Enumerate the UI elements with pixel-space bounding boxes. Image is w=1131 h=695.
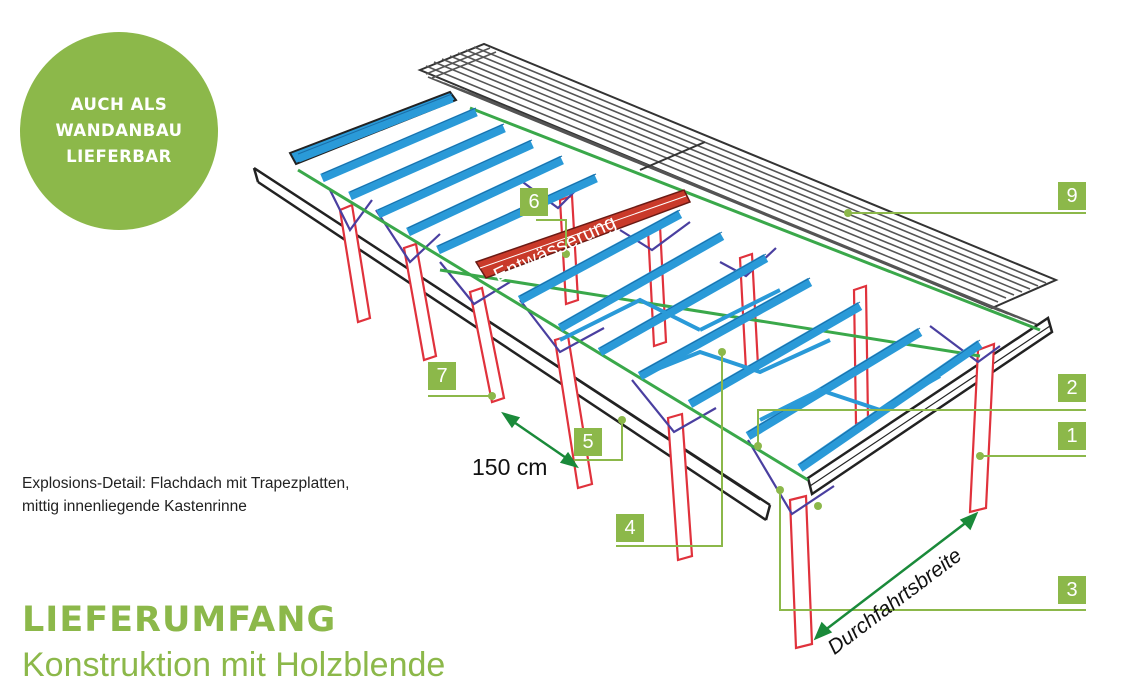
callout-7: 7 bbox=[428, 362, 456, 390]
callout-2: 2 bbox=[1058, 374, 1086, 402]
dimension-arrows bbox=[501, 411, 979, 641]
knee-braces bbox=[329, 179, 1001, 516]
callout-4: 4 bbox=[616, 514, 644, 542]
caption-line-1: Explosions-Detail: Flachdach mit Trapezp… bbox=[22, 475, 350, 492]
callout-6: 6 bbox=[520, 188, 548, 216]
blue-trusses bbox=[559, 288, 941, 422]
post-spacing-label: 150 cm bbox=[472, 454, 548, 480]
badge-line-1: AUCH ALS bbox=[70, 95, 168, 114]
scope-title: LIEFERUMFANG bbox=[22, 600, 337, 640]
explosion-caption: Explosions-Detail: Flachdach mit Trapezp… bbox=[22, 472, 349, 518]
callout-9: 9 bbox=[1058, 182, 1086, 210]
trapezoid-roof-sheets bbox=[417, 42, 1059, 330]
caption-line-2: mittig innenliegende Kastenrinne bbox=[22, 498, 247, 515]
wall-mount-badge: AUCH ALS WANDANBAU LIEFERBAR bbox=[20, 32, 218, 230]
callout-lines bbox=[428, 212, 1086, 611]
badge-line-3: LIEFERBAR bbox=[66, 147, 172, 166]
callout-1: 1 bbox=[1058, 422, 1086, 450]
scope-subtitle: Konstruktion mit Holzblende bbox=[22, 646, 446, 684]
rafters bbox=[296, 93, 983, 472]
callout-dots bbox=[488, 209, 984, 510]
rafter-outlines bbox=[297, 93, 981, 465]
callout-5: 5 bbox=[574, 428, 602, 456]
posts bbox=[338, 194, 996, 650]
callout-3: 3 bbox=[1058, 576, 1086, 604]
badge-line-2: WANDANBAU bbox=[55, 121, 183, 140]
front-fascia-panel bbox=[806, 316, 1054, 497]
box-gutter bbox=[474, 189, 692, 279]
